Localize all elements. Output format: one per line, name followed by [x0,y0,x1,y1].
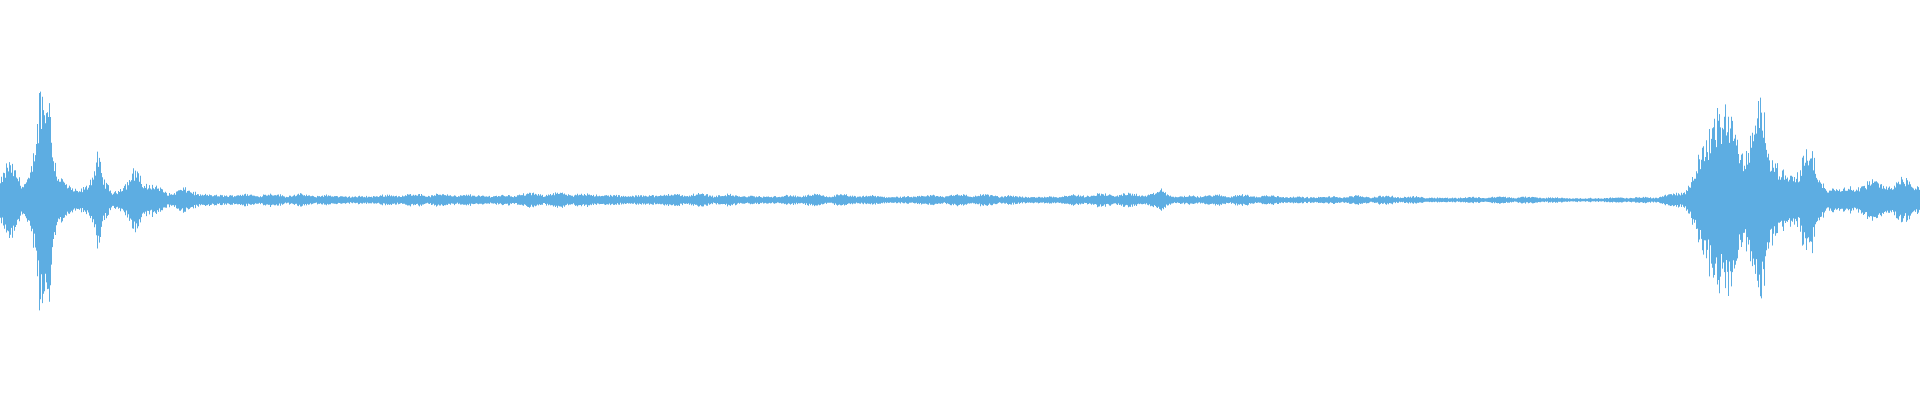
waveform-path [0,91,1920,311]
waveform-samples [0,91,1920,311]
